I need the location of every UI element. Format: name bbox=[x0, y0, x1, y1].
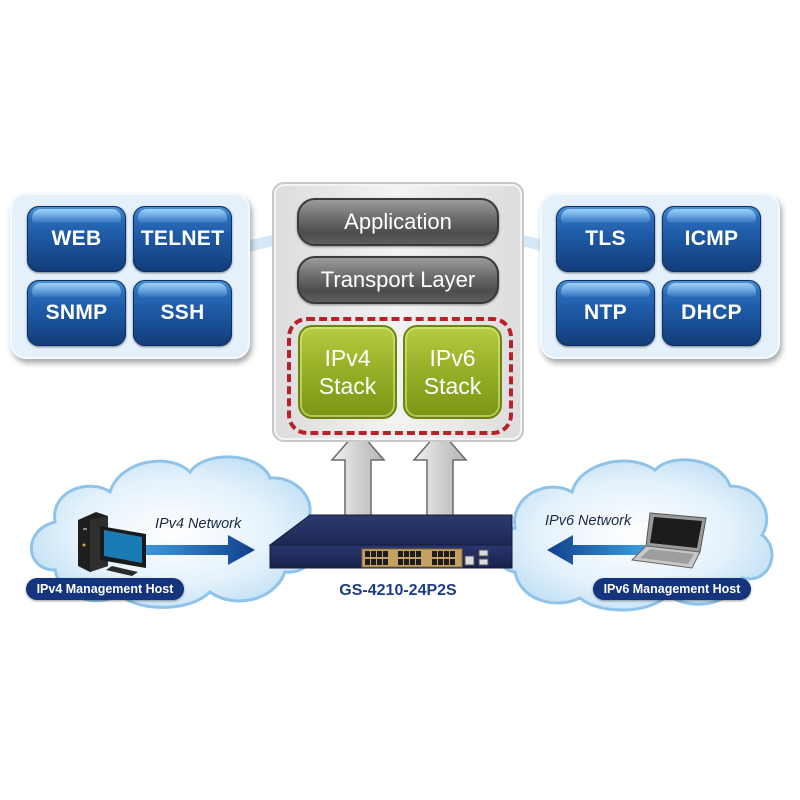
ipv6-network-label: IPv6 Network bbox=[545, 513, 632, 529]
protocol-telnet: TELNET bbox=[133, 206, 232, 272]
ipv4-stack: IPv4 Stack bbox=[298, 325, 397, 419]
ipv4-flow-arrow bbox=[140, 535, 255, 565]
desktop-computer-icon bbox=[78, 512, 146, 576]
up-arrow-ipv4 bbox=[330, 428, 386, 521]
switch-model-label: GS-4210-24P2S bbox=[339, 582, 457, 599]
transport-layer: Transport Layer bbox=[297, 256, 499, 304]
ipv6-stack: IPv6 Stack bbox=[403, 325, 502, 419]
protocol-dhcp: DHCP bbox=[662, 280, 761, 346]
ethernet-ports bbox=[361, 548, 489, 568]
protocol-ssh: SSH bbox=[133, 280, 232, 346]
protocol-web: WEB bbox=[27, 206, 126, 272]
switch-device bbox=[268, 514, 513, 569]
protocol-icmp: ICMP bbox=[662, 206, 761, 272]
ipv4-network-label: IPv4 Network bbox=[155, 516, 242, 532]
ipv6-management-host-label: IPv6 Management Host bbox=[593, 578, 751, 600]
up-arrow-ipv6 bbox=[412, 428, 468, 521]
protocol-snmp: SNMP bbox=[27, 280, 126, 346]
dual-stack-dashed-border bbox=[287, 317, 513, 435]
ipv6-flow-arrow bbox=[547, 535, 645, 565]
application-layer: Application bbox=[297, 198, 499, 246]
ipv4-management-host-label: IPv4 Management Host bbox=[26, 578, 184, 600]
protocol-tls: TLS bbox=[556, 206, 655, 272]
protocol-ntp: NTP bbox=[556, 280, 655, 346]
ipv4-cloud bbox=[29, 455, 317, 609]
laptop-icon bbox=[630, 512, 707, 569]
ipv6-cloud bbox=[494, 458, 774, 612]
